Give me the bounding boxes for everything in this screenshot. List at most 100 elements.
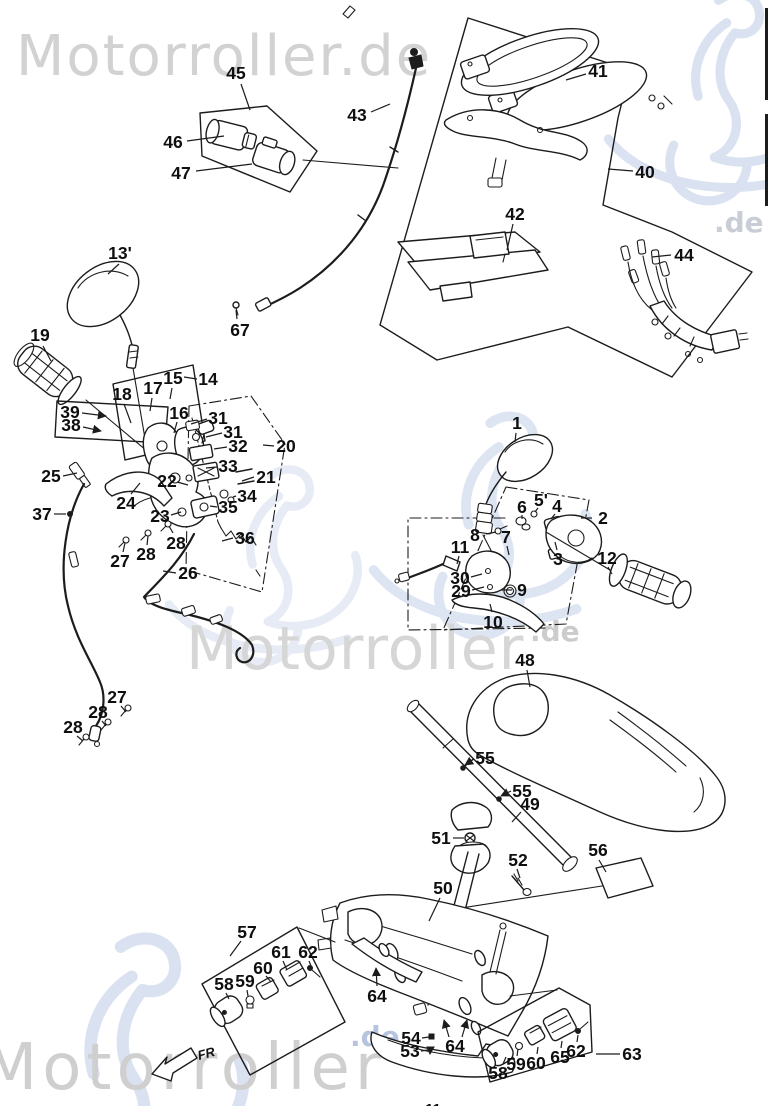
cropped-frame-line xyxy=(765,8,768,100)
leader-line xyxy=(101,720,107,727)
leader-line xyxy=(470,573,483,578)
nut-5 xyxy=(530,510,538,518)
leader-line xyxy=(62,472,78,477)
part-label-42: 42 xyxy=(505,204,525,224)
part-label-44: 44 xyxy=(674,245,694,265)
part-label-60: 60 xyxy=(526,1053,546,1073)
part-label-45: 45 xyxy=(226,63,246,83)
part-label-11: 11 xyxy=(451,537,470,557)
part-label-43: 43 xyxy=(347,105,367,125)
bulb-59 xyxy=(514,1041,524,1051)
leader-line xyxy=(176,481,189,486)
leader-line xyxy=(308,960,312,967)
cable-26 xyxy=(142,532,255,664)
leader-line xyxy=(565,73,587,81)
brake-lever-10 xyxy=(451,593,545,633)
leader-line xyxy=(42,345,52,362)
leader-line xyxy=(464,756,475,766)
leader-line xyxy=(485,531,497,535)
cable-adjuster-25 xyxy=(68,461,91,488)
leader-line xyxy=(441,1019,451,1038)
washer-6 xyxy=(515,516,527,526)
leader-line xyxy=(107,263,120,275)
part-label-28: 28 xyxy=(136,544,156,564)
part-label-46: 46 xyxy=(163,132,183,152)
leader-line xyxy=(240,83,251,111)
part-label-10: 10 xyxy=(483,612,503,632)
speedo-cable-group xyxy=(232,5,424,316)
leader-line xyxy=(130,482,141,495)
part-label-53: 53 xyxy=(400,1041,420,1061)
part-label-33: 33 xyxy=(218,456,238,476)
cropped-frame-line xyxy=(765,114,768,206)
cable-tick xyxy=(389,146,399,153)
leader-line xyxy=(607,168,634,172)
leader-line xyxy=(246,989,249,997)
leader-line xyxy=(506,545,510,556)
part-label-63: 63 xyxy=(622,1044,642,1064)
part-label-41: 41 xyxy=(588,61,608,81)
leader-line xyxy=(120,705,127,713)
cable-end-fitting xyxy=(254,297,272,312)
leader-line xyxy=(428,897,441,922)
banjo-23 xyxy=(177,507,187,517)
plug-part-46 xyxy=(205,118,258,151)
bolt-52 xyxy=(511,875,525,891)
part-label-55: 55 xyxy=(475,748,495,768)
part-label-67: 67 xyxy=(230,320,249,340)
screw-8 xyxy=(494,527,502,535)
leader-line xyxy=(511,811,522,823)
leader-line xyxy=(421,1036,430,1039)
part-label-62: 62 xyxy=(298,942,318,962)
leader-line xyxy=(262,444,275,447)
leader-line xyxy=(534,507,539,513)
speedometer-cable xyxy=(262,66,418,309)
switch-box-57 xyxy=(201,926,346,1076)
switch-box-63 xyxy=(477,987,593,1083)
leader-line xyxy=(241,476,255,482)
leader-line xyxy=(205,432,223,438)
group-box-63-frame xyxy=(477,987,593,1083)
leader-line xyxy=(205,466,218,469)
mirror-stem xyxy=(119,314,133,346)
plate-56 xyxy=(595,857,654,899)
page-number-fragment: 11 xyxy=(425,1101,441,1106)
part-label-49: 49 xyxy=(520,794,540,814)
part-label-65: 65 xyxy=(550,1047,570,1067)
part-label-29: 29 xyxy=(451,581,471,601)
leader-lines xyxy=(42,73,672,1065)
speedometer xyxy=(459,28,673,131)
link-line xyxy=(298,927,336,943)
pin-55 xyxy=(496,796,502,802)
part-label-28: 28 xyxy=(166,533,186,553)
part-label-64: 64 xyxy=(367,986,387,1006)
part-label-23: 23 xyxy=(150,506,170,526)
group-box-14-frame xyxy=(112,364,206,461)
knob-58 xyxy=(209,995,244,1028)
bracket-32 xyxy=(188,443,214,462)
part-label-19: 19 xyxy=(30,325,50,345)
lock-lever-cluster-right xyxy=(474,922,558,1005)
part-label-4: 4 xyxy=(552,496,562,516)
part-label-35: 35 xyxy=(218,497,238,517)
leader-line xyxy=(146,535,149,546)
spring-36 xyxy=(220,527,257,546)
group-box-45 xyxy=(199,105,399,193)
part-label-18: 18 xyxy=(112,384,132,404)
bolt-54 xyxy=(428,1033,435,1040)
part-label-31: 31 xyxy=(223,422,243,442)
watermark-brand-middle: Motorroller xyxy=(186,614,524,684)
part-label-22: 22 xyxy=(157,471,177,491)
part-label-20: 20 xyxy=(276,436,296,456)
switch-60 xyxy=(523,1024,546,1046)
leader-line xyxy=(122,542,126,553)
instrument-bracket xyxy=(443,109,588,161)
part-label-24: 24 xyxy=(116,493,136,513)
leader-line xyxy=(370,103,391,113)
leader-line xyxy=(489,603,493,613)
leader-line xyxy=(502,1056,507,1065)
part-label-59: 59 xyxy=(506,1054,526,1074)
watermark-brand-top: Motorroller.de xyxy=(16,24,432,89)
leader-line xyxy=(550,513,556,520)
leader-line xyxy=(471,586,485,591)
